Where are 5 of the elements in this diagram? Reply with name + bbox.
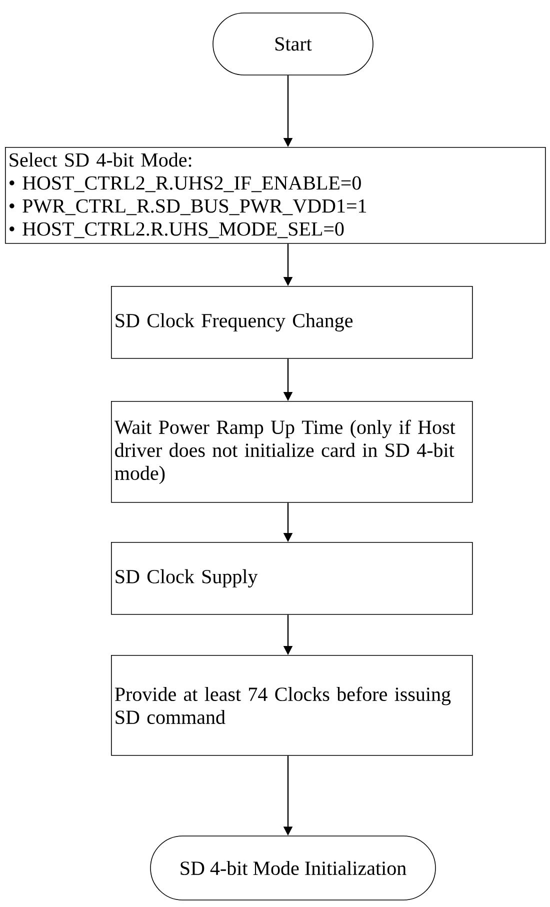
process-box: Wait Power Ramp Up Time (only if Host driver does not initialize card in SD 4-bit mode) [111,401,473,503]
process-box: Provide at least 74 Clocks before issuing SD command [111,655,473,756]
process-box: Select SD 4-bit Mode: • HOST_CTRL2_R.UHS2_IF_ENABLE=0 • PWR_CTRL_R.SD_BUS_PWR_VDD1=1 • HOST_CTRL2.R.UHS_MODE_SEL=0 [5,147,546,244]
process-box: SD Clock Frequency Change [111,286,473,359]
process-box: SD Clock Supply [111,542,473,615]
